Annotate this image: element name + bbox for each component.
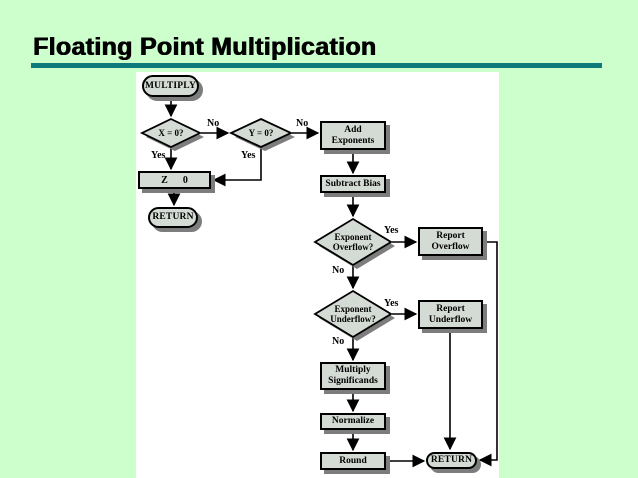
decision-y-zero-label: Y = 0? xyxy=(248,127,274,138)
start-node-multiply: MULTIPLY xyxy=(142,75,199,97)
process-round: Round xyxy=(320,452,386,470)
process-normalize: Normalize xyxy=(320,413,386,430)
edge-label-no-y: No xyxy=(296,118,309,129)
exp-overflow-line2: Overflow? xyxy=(332,242,374,252)
edge-label-no-overflow: No xyxy=(332,265,345,276)
process-multiply-significands: Multiply Significands xyxy=(320,362,386,390)
flowchart-connectors xyxy=(164,97,498,468)
return-left-label: RETURN xyxy=(152,212,194,222)
normalize-label: Normalize xyxy=(331,416,375,426)
process-report-underflow: Report Underflow xyxy=(418,300,483,329)
decision-x-zero: X = 0? xyxy=(139,118,204,151)
decision-exponent-overflow: Exponent Overflow? xyxy=(313,217,395,269)
round-label: Round xyxy=(339,455,367,466)
connector-yzero-yes-to-zassign xyxy=(212,148,262,187)
add-exponents-line2: Exponents xyxy=(331,135,375,146)
z-assign-label: Z 0 xyxy=(161,174,188,186)
diagram-panel: MULTIPLY X = 0? Y = 0? Add Exponents Z 0 xyxy=(136,72,499,478)
edge-label-yes-y: Yes xyxy=(241,150,256,161)
edge-label-no-underflow: No xyxy=(332,336,345,347)
decision-y-zero: Y = 0? xyxy=(228,118,295,151)
edge-label-yes-overflow: Yes xyxy=(384,225,399,236)
multiply-significands-line1: Multiply xyxy=(335,365,371,375)
return-node-bottom: RETURN xyxy=(426,452,477,469)
return-bottom-label: RETURN xyxy=(430,455,473,465)
process-subtract-bias: Subtract Bias xyxy=(320,175,386,193)
start-node-label: MULTIPLY xyxy=(144,80,197,91)
process-report-overflow: Report Overflow xyxy=(418,227,483,256)
return-node-left: RETURN xyxy=(148,207,198,228)
edge-label-yes-underflow: Yes xyxy=(384,298,399,309)
subtract-bias-label: Subtract Bias xyxy=(325,178,381,189)
exp-underflow-line1: Exponent xyxy=(334,303,372,314)
page-title: Floating Point Multiplication xyxy=(33,33,377,61)
report-overflow-line1: Report xyxy=(436,230,465,241)
report-underflow-line2: Underflow xyxy=(428,314,473,325)
decision-exponent-underflow: Exponent Underflow? xyxy=(313,289,395,341)
connector-reportoverflow-to-return xyxy=(478,241,498,467)
process-z-assign-zero: Z 0 xyxy=(138,171,211,189)
decision-x-zero-label: X = 0? xyxy=(158,127,184,138)
report-underflow-line1: Report xyxy=(436,303,465,314)
edge-label-yes-x: Yes xyxy=(151,150,166,161)
process-add-exponents: Add Exponents xyxy=(320,121,386,150)
edge-label-no-x: No xyxy=(207,118,220,129)
title-underline xyxy=(31,63,602,68)
exp-underflow-line2: Underflow? xyxy=(330,314,376,324)
report-overflow-line2: Overflow xyxy=(431,241,470,252)
multiply-significands-line2: Significands xyxy=(328,376,378,386)
add-exponents-line1: Add xyxy=(344,124,362,135)
exp-overflow-line1: Exponent xyxy=(334,231,372,242)
